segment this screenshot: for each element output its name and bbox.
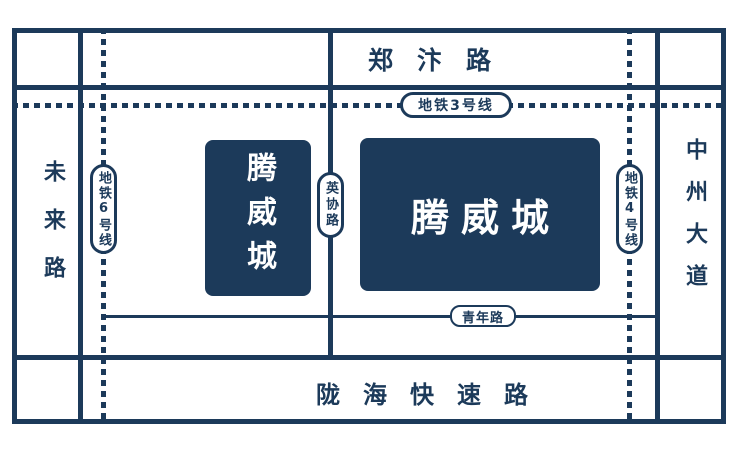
metro-line6-label: 地铁6号线 bbox=[96, 170, 111, 248]
zhongzhou-road-line bbox=[655, 28, 660, 424]
weilai-road-line bbox=[78, 28, 83, 424]
qingnian-road-label: 青年路 bbox=[461, 310, 504, 326]
metro-line4-label: 地铁4号线 bbox=[622, 170, 637, 248]
zhengbian-road-label: 郑汴路 bbox=[368, 46, 516, 75]
left-landmark-block: 腾威城 bbox=[205, 140, 311, 296]
longhai-road-line bbox=[12, 355, 726, 360]
qingnian-road-badge: 青年路 bbox=[450, 305, 516, 327]
map-border bbox=[12, 28, 726, 424]
right-landmark-block: 腾威城 bbox=[360, 138, 600, 291]
metro-line3-label: 地铁3号线 bbox=[418, 98, 494, 114]
weilai-road-label: 未来路 bbox=[40, 160, 65, 304]
zhengbian-road-line bbox=[12, 85, 726, 90]
zhongzhou-road-label: 中州大道 bbox=[682, 138, 707, 306]
metro-line4-badge: 地铁4号线 bbox=[616, 164, 643, 254]
metro-line3-badge: 地铁3号线 bbox=[400, 92, 512, 118]
qingnian-road-line bbox=[103, 315, 660, 318]
left-landmark-label: 腾威城 bbox=[241, 152, 276, 284]
right-landmark-label: 腾威城 bbox=[410, 196, 561, 240]
yingxie-road-label: 英协路 bbox=[323, 181, 338, 229]
longhai-road-label: 陇海快速路 bbox=[316, 381, 551, 409]
metro-line3-dotted-line bbox=[12, 103, 726, 108]
metro-line6-badge: 地铁6号线 bbox=[90, 164, 117, 254]
yingxie-road-badge: 英协路 bbox=[317, 172, 344, 238]
